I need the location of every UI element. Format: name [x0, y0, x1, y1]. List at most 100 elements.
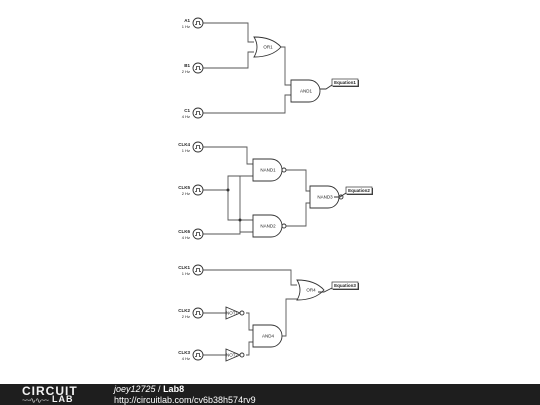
or-gate-symbol: [253, 36, 282, 58]
square-wave-icon: [195, 188, 201, 192]
clock-symbol-icon: [192, 264, 204, 276]
source-frequency: 1 Hz: [182, 148, 190, 153]
output-label: Equation3: [334, 283, 356, 288]
output-probe-equation2[interactable]: Equation2: [334, 186, 373, 198]
and-gate-symbol: [252, 158, 283, 182]
wire: [203, 231, 253, 235]
clock-symbol-icon: [192, 62, 204, 74]
gate-not1[interactable]: NOT1: [225, 306, 245, 320]
source-name: CLK5: [178, 185, 190, 190]
source-frequency: 1 Hz: [182, 271, 190, 276]
author-line: joey12725 / Lab8: [114, 384, 184, 394]
clock-symbol-icon: [192, 307, 204, 319]
clock-source-b1[interactable]: B12 Hz: [182, 62, 204, 74]
clock-symbol-icon: [192, 228, 204, 240]
wire: [203, 94, 291, 114]
square-wave-icon: [195, 111, 201, 115]
output-label-box: [331, 281, 359, 290]
logo-wave-icon: ~~∿∿~~: [22, 396, 49, 405]
clock-source-c1[interactable]: C14 Hz: [182, 107, 204, 119]
clock-source-a1[interactable]: A11 Hz: [182, 17, 204, 29]
source-name: C1: [184, 108, 190, 113]
gate-nand1[interactable]: NAND1: [252, 158, 287, 182]
wire: [203, 146, 253, 165]
wire: [246, 341, 253, 356]
not-gate-symbol: [225, 348, 242, 362]
gate-label: OR1: [263, 45, 273, 50]
gate-not2[interactable]: NOT2: [225, 348, 245, 362]
junction-dot: [226, 188, 230, 192]
wire-layer: [203, 22, 310, 356]
probe-wire: [320, 84, 333, 90]
wire: [280, 298, 297, 337]
wire: [281, 46, 291, 86]
source-frequency: 4 Hz: [182, 114, 190, 119]
square-wave-icon: [195, 268, 201, 272]
output-label-box: [345, 186, 373, 195]
inversion-bubble: [281, 223, 287, 229]
source-frequency: 2 Hz: [182, 314, 190, 319]
wire: [227, 190, 253, 221]
wire: [246, 312, 253, 331]
square-wave-icon: [195, 66, 201, 70]
gate-and1[interactable]: AND1: [290, 79, 321, 103]
gate-label: NAND2: [260, 224, 276, 229]
clock-symbol-icon: [192, 184, 204, 196]
wire: [203, 51, 254, 69]
circuitlab-logo[interactable]: CIRCUIT ~~∿∿~~ LAB: [22, 384, 94, 405]
gate-or4[interactable]: OR4: [296, 279, 325, 301]
probe-wire: [334, 192, 347, 198]
square-wave-icon: [195, 232, 201, 236]
source-name: CLK6: [178, 229, 190, 234]
gate-label: NOT2: [226, 353, 238, 358]
output-probe-equation3[interactable]: Equation3: [318, 281, 359, 293]
wire: [284, 202, 310, 227]
square-wave-icon: [195, 353, 201, 357]
square-wave-icon: [195, 311, 201, 315]
gate-or1[interactable]: OR1: [253, 36, 282, 58]
output-probe-equation1[interactable]: Equation1: [320, 78, 359, 90]
gate-and4[interactable]: AND4: [252, 324, 283, 348]
gate-label: NAND3: [317, 195, 333, 200]
gate-nand2[interactable]: NAND2: [252, 214, 287, 238]
clock-symbol-icon: [192, 349, 204, 361]
author-link[interactable]: joey12725: [114, 384, 156, 394]
footer-bar: CIRCUIT ~~∿∿~~ LAB joey12725 / Lab8 http…: [0, 384, 540, 405]
output-label: Equation2: [348, 188, 370, 193]
source-name: CLK2: [178, 308, 190, 313]
gate-label: OR4: [306, 288, 316, 293]
junction-layer: [226, 188, 242, 222]
project-url[interactable]: http://circuitlab.com/cv6b38h574rv9: [114, 395, 256, 405]
inversion-bubble: [239, 310, 245, 316]
source-frequency: 2 Hz: [182, 69, 190, 74]
and-gate-symbol: [290, 79, 321, 103]
inversion-bubble: [239, 352, 245, 358]
clock-symbol-icon: [192, 107, 204, 119]
square-wave-icon: [195, 21, 201, 25]
gate-label: NAND1: [260, 168, 276, 173]
gate-label: AND4: [262, 334, 275, 339]
source-name: CLK4: [178, 142, 190, 147]
inversion-bubble: [281, 167, 287, 173]
source-name: B1: [184, 63, 190, 68]
junction-dot: [238, 218, 242, 222]
gate-label: NOT1: [226, 311, 238, 316]
source-name: CLK1: [178, 265, 190, 270]
probe-wire: [318, 287, 333, 293]
source-name: A1: [184, 18, 190, 23]
project-title: Lab8: [163, 384, 185, 394]
wire: [203, 269, 297, 286]
output-label-box: [331, 78, 359, 87]
source-frequency: 4 Hz: [182, 356, 190, 361]
logo-text-top: CIRCUIT: [22, 384, 78, 398]
wire: [284, 169, 310, 192]
